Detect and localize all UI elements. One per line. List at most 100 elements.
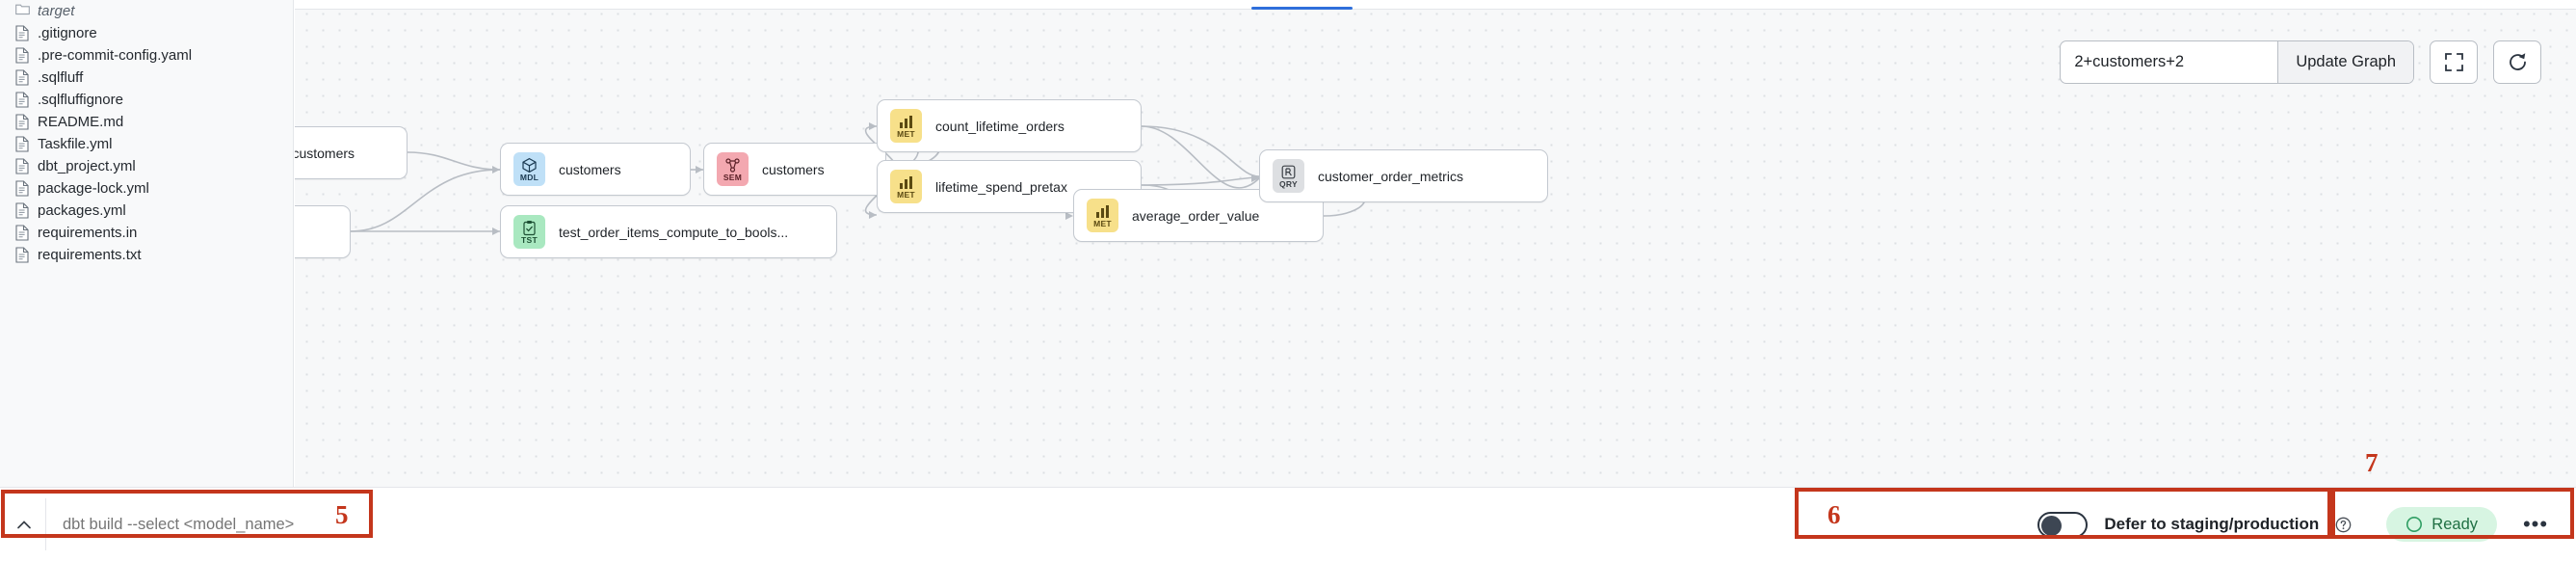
toggle-knob	[2041, 515, 2063, 536]
help-circle-icon[interactable]	[2335, 517, 2352, 533]
update-graph-button[interactable]: Update Graph	[2277, 41, 2413, 83]
file-list-item[interactable]: packages.yml	[0, 200, 293, 222]
file-list-item[interactable]: .pre-commit-config.yaml	[0, 44, 293, 67]
node-type-label: SEM	[723, 172, 743, 182]
file-list-item[interactable]: .gitignore	[0, 22, 293, 44]
node-type-badge-met: MET	[1087, 199, 1118, 232]
file-icon	[15, 247, 29, 263]
file-name-label: Taskfile.yml	[38, 136, 113, 152]
node-type-label: MDL	[519, 172, 539, 182]
file-name-label: dbt_project.yml	[38, 158, 136, 174]
node-label: test_order_items_compute_to_bools...	[559, 224, 789, 240]
file-name-label: .sqlfluff	[38, 69, 84, 86]
node-type-badge-tst: TST	[513, 215, 545, 249]
sem-glyph-icon	[724, 157, 741, 174]
graph-node[interactable]: MET count_lifetime_orders	[877, 99, 1142, 152]
node-type-label: MET	[897, 128, 915, 139]
file-icon	[15, 180, 29, 197]
file-name-label: .pre-commit-config.yaml	[38, 47, 193, 64]
file-name-label: requirements.txt	[38, 247, 142, 263]
expand-icon	[2444, 53, 2463, 71]
node-type-badge-mdl: MDL	[513, 152, 545, 186]
graph-selector-input[interactable]	[2061, 41, 2278, 83]
node-label: orders	[295, 225, 307, 240]
graph-node[interactable]: stg_customers	[295, 126, 407, 179]
node-type-label: MET	[897, 189, 915, 200]
file-list-item[interactable]: .sqlfluffignore	[0, 89, 293, 111]
met-glyph-icon	[898, 114, 914, 130]
graph-node[interactable]: orders	[295, 205, 351, 258]
file-explorer-sidebar[interactable]: target .gitignore .pre-commit-config.yaml.…	[0, 0, 294, 487]
file-list-item[interactable]: dbt_project.yml	[0, 155, 293, 177]
graph-node[interactable]: SEM customers	[703, 143, 886, 196]
status-label: Ready	[2431, 515, 2478, 533]
file-name-label: .sqlfluffignore	[38, 92, 123, 108]
file-list-item[interactable]: .sqlfluff	[0, 67, 293, 89]
more-options-button[interactable]: •••	[2522, 512, 2549, 536]
node-label: average_order_value	[1132, 207, 1260, 224]
bottom-status-bar: Defer to staging/production Ready •••	[0, 487, 2576, 561]
status-badge[interactable]: Ready	[2386, 507, 2497, 542]
file-list-item[interactable]: package-lock.yml	[0, 177, 293, 200]
canvas-top-strip	[295, 0, 2576, 10]
node-label: stg_customers	[295, 145, 355, 161]
dbt-command-input[interactable]	[46, 498, 372, 550]
file-list-item[interactable]: README.md	[0, 111, 293, 133]
met-glyph-icon	[898, 174, 914, 191]
node-type-label: QRY	[1278, 178, 1298, 189]
command-group	[2, 498, 372, 550]
expand-console-button[interactable]	[2, 498, 46, 550]
graph-search-group: Update Graph	[2060, 40, 2414, 84]
node-type-badge-sem: SEM	[717, 152, 749, 186]
file-name-label: README.md	[38, 114, 124, 130]
defer-toggle[interactable]	[2037, 511, 2089, 538]
file-name-label: target	[38, 3, 75, 19]
file-icon	[15, 25, 29, 41]
qry-glyph-icon	[1280, 164, 1297, 180]
node-type-badge-met: MET	[890, 170, 922, 203]
node-label: customers	[762, 161, 825, 177]
node-type-label: MET	[1093, 218, 1112, 228]
fullscreen-button[interactable]	[2430, 40, 2478, 84]
status-right-cluster: Defer to staging/production Ready •••	[2011, 488, 2576, 561]
node-type-badge-met: MET	[890, 109, 922, 143]
tst-glyph-icon	[521, 220, 538, 236]
node-type-label: TST	[521, 234, 538, 245]
node-label: customer_order_metrics	[1318, 168, 1463, 184]
file-icon	[15, 202, 29, 219]
annotation-number-5: 5	[335, 500, 349, 529]
file-icon	[15, 47, 29, 64]
file-name-label: requirements.in	[38, 225, 138, 241]
file-icon	[15, 114, 29, 130]
file-list: target .gitignore .pre-commit-config.yaml.…	[0, 0, 293, 266]
file-icon	[15, 69, 29, 86]
annotation-number-7: 7	[2365, 448, 2379, 477]
annotation-number-6: 6	[1827, 500, 1841, 529]
graph-node[interactable]: QRY customer_order_metrics	[1259, 149, 1548, 202]
file-name-label: .gitignore	[38, 25, 97, 41]
file-icon	[15, 92, 29, 108]
active-tab-underline	[1251, 7, 1353, 10]
file-list-item[interactable]: requirements.in	[0, 222, 293, 244]
file-list-item[interactable]: requirements.txt	[0, 244, 293, 266]
mdl-glyph-icon	[521, 157, 538, 174]
node-label: lifetime_spend_pretax	[935, 178, 1067, 195]
file-list-item[interactable]: target	[0, 0, 293, 22]
refresh-button[interactable]	[2493, 40, 2541, 84]
node-label: customers	[559, 161, 621, 177]
graph-node[interactable]: TST test_order_items_compute_to_bools...	[500, 205, 837, 258]
file-list-item[interactable]: Taskfile.yml	[0, 133, 293, 155]
defer-setting: Defer to staging/production	[2011, 511, 2371, 538]
node-type-badge-qry: QRY	[1273, 159, 1304, 193]
file-name-label: package-lock.yml	[38, 180, 149, 197]
graph-node[interactable]: MET average_order_value	[1073, 189, 1324, 242]
file-name-label: packages.yml	[38, 202, 126, 219]
node-label: count_lifetime_orders	[935, 118, 1065, 134]
file-icon	[15, 158, 29, 174]
graph-node[interactable]: MDL customers	[500, 143, 691, 196]
graph-toolbar: Update Graph	[2060, 40, 2541, 84]
defer-label: Defer to staging/production	[2104, 515, 2320, 533]
chevron-up-icon	[16, 520, 31, 528]
file-icon	[15, 136, 29, 152]
